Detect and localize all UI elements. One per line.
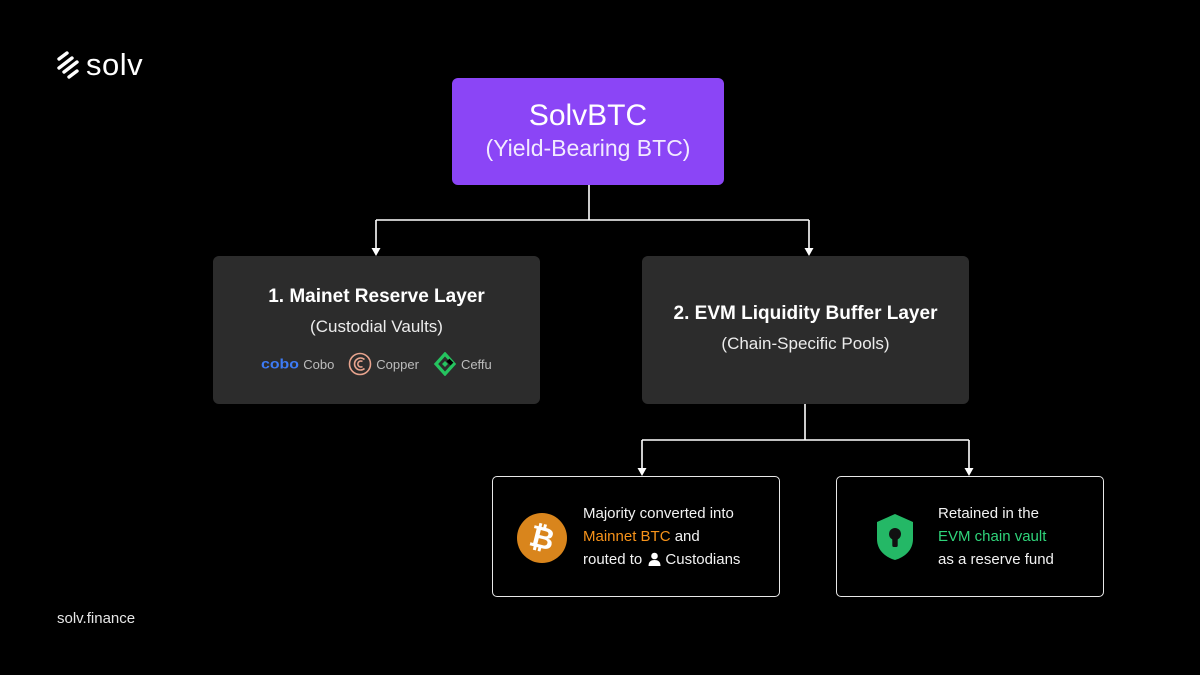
evm-chain-vault-detail-text: Retained in the EVM chain vault as a res…: [938, 502, 1054, 571]
custodian-copper: Copper: [348, 352, 419, 376]
layer2-subtitle: (Chain-Specific Pools): [721, 334, 890, 353]
custodian-ceffu-name: Ceffu: [460, 356, 492, 372]
solv-logo-mark-icon: [57, 51, 79, 79]
person-icon: [648, 552, 661, 566]
copper-logo-icon: [348, 352, 372, 376]
detail1-highlight: Mainnet BTC: [583, 528, 671, 545]
detail1-line2: Mainnet BTC and: [583, 525, 740, 548]
solv-logo: solv: [56, 47, 144, 82]
detail1-line3: routed to Custodians: [583, 548, 740, 571]
detail1-line3-suffix: Custodians: [665, 551, 741, 568]
footer-url: solv.finance: [57, 610, 136, 627]
custodian-copper-name: Copper: [376, 356, 419, 372]
solvbtc-box: SolvBTC (Yield-Bearing BTC): [452, 78, 724, 185]
detail1-line1: Majority converted into: [583, 505, 734, 522]
mainnet-btc-detail-text: Majority converted into Mainnet BTC and …: [583, 502, 740, 571]
detail2-line3: as a reserve fund: [938, 551, 1054, 568]
mainnet-btc-detail-box: ₿ Majority converted into Mainnet BTC an…: [492, 476, 780, 597]
detail1-line2-suffix: and: [670, 528, 700, 545]
mainet-reserve-layer-box: 1. Mainet Reserve Layer (Custodial Vault…: [213, 256, 540, 404]
cobo-wordmark: cobo: [261, 357, 299, 371]
custodian-logos: cobo Cobo Copper Ceffu: [213, 352, 540, 376]
ceffu-logo-icon: [433, 352, 457, 376]
layer1-subtitle: (Custodial Vaults): [310, 317, 443, 336]
shield-keyhole-icon: [877, 514, 913, 560]
bitcoin-icon: ₿: [517, 513, 567, 563]
custodian-cobo-name: Cobo: [303, 356, 335, 372]
custodian-cobo: cobo Cobo: [261, 357, 334, 372]
layer1-title: 1. Mainet Reserve Layer: [268, 286, 485, 307]
custodian-ceffu: Ceffu: [433, 352, 492, 376]
detail2-line1: Retained in the: [938, 505, 1039, 522]
evm-chain-vault-detail-box: Retained in the EVM chain vault as a res…: [836, 476, 1104, 597]
evm-liquidity-buffer-layer-box: 2. EVM Liquidity Buffer Layer (Chain-Spe…: [642, 256, 969, 404]
solvbtc-subtitle: (Yield-Bearing BTC): [485, 135, 691, 161]
detail1-line3-prefix: routed to: [583, 551, 643, 568]
layer2-title: 2. EVM Liquidity Buffer Layer: [673, 303, 938, 324]
logo-text: solv: [86, 47, 144, 82]
solvbtc-title: SolvBTC: [528, 99, 648, 132]
detail2-highlight: EVM chain vault: [938, 528, 1047, 545]
cobo-logo-icon: cobo: [261, 357, 299, 371]
